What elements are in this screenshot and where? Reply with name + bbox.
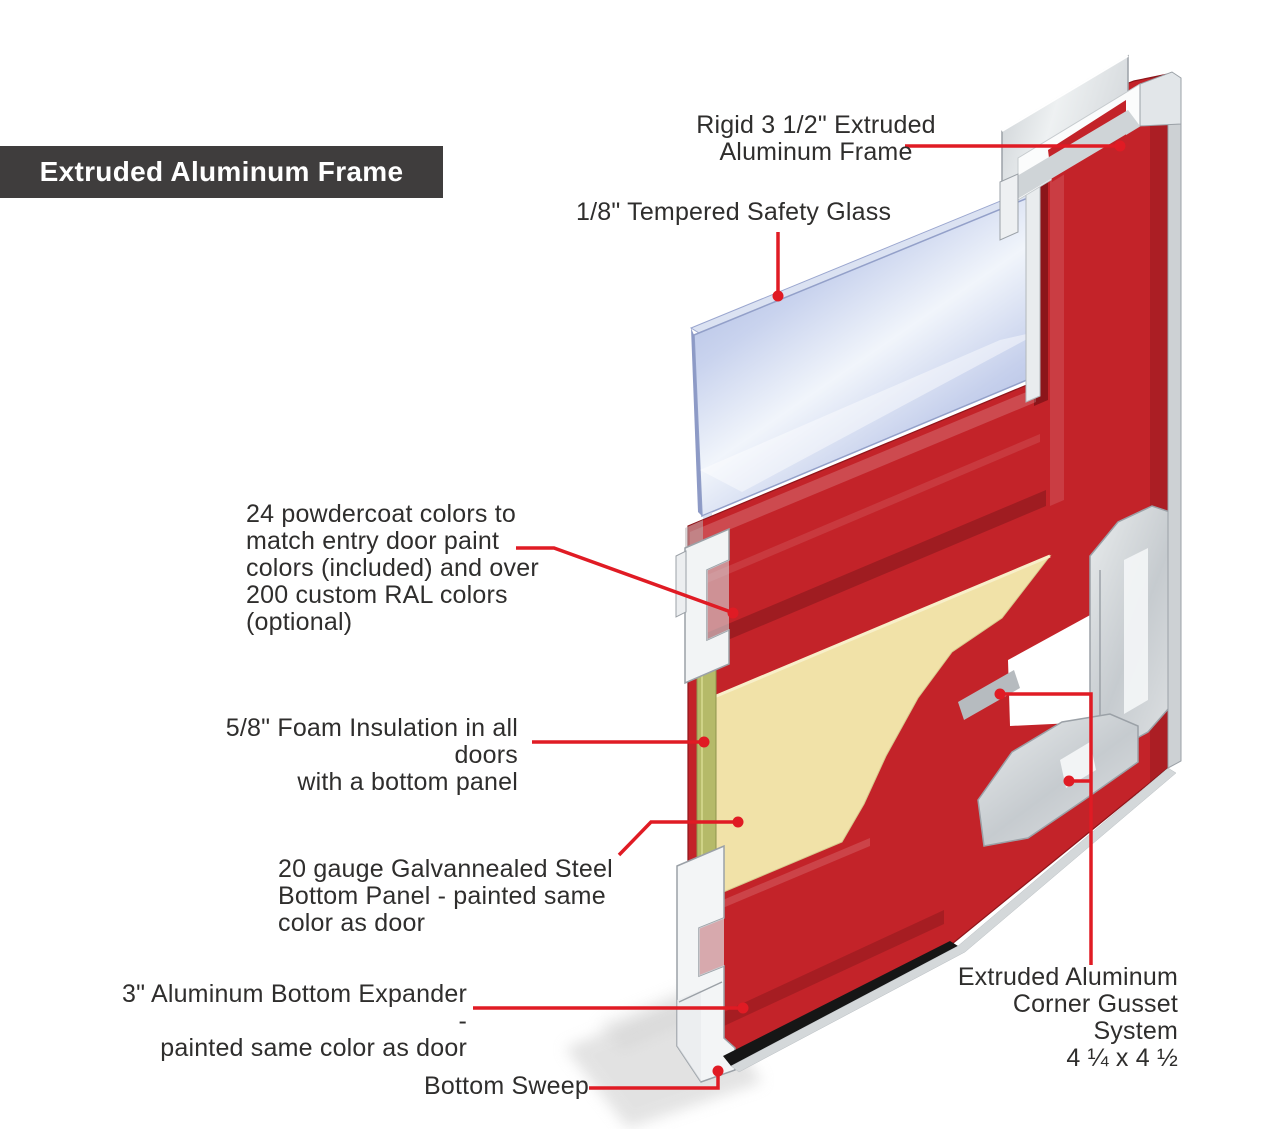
expander-strut <box>678 981 723 1003</box>
steel-leader <box>617 820 736 857</box>
glazing-tab <box>675 550 687 618</box>
sweep-leader <box>589 1075 720 1090</box>
gusset-ledge <box>958 670 1020 720</box>
midrail-shade <box>704 490 1046 650</box>
frame-dot <box>1114 140 1126 152</box>
leader-lines <box>473 140 1126 1090</box>
expander-dot <box>737 1002 749 1014</box>
panel-face <box>713 554 1052 897</box>
glazing-shade <box>707 560 729 640</box>
foam-dot <box>698 736 710 748</box>
callout-frame: Rigid 3 1/2" Extruded Aluminum Frame <box>696 111 936 166</box>
steel-dot <box>732 816 744 828</box>
title-bar: Extruded Aluminum Frame <box>0 146 443 198</box>
corner-gusset-cutaway <box>958 505 1177 847</box>
channel-left-foot <box>999 173 1019 241</box>
callout-foam: 5/8" Foam Insulation in all doors with a… <box>225 714 518 796</box>
callout-gusset: Extruded Aluminum Corner Gusset System 4… <box>957 963 1178 1072</box>
bottom-expander-profile <box>676 844 736 1083</box>
gusset-dot-upper <box>994 688 1006 700</box>
glass-highlight <box>700 330 1044 492</box>
channel-bottom-lip <box>1002 110 1140 201</box>
steel-bottom-panel <box>713 554 1052 897</box>
top-frame-channel <box>999 54 1182 241</box>
jamb-side-face <box>1167 73 1182 769</box>
bottomband-top-lip <box>718 838 870 910</box>
callout-expander: 3" Aluminum Bottom Expander - painted sa… <box>122 980 467 1062</box>
cutaway-gap <box>1008 614 1094 726</box>
midrail-ridge <box>700 434 1040 586</box>
bottom-sweep-strip <box>723 941 958 1066</box>
jamb-left-highlight <box>1050 140 1064 506</box>
expander-foot-shade <box>677 990 701 1082</box>
powdercoat-leader <box>516 546 732 614</box>
gusset-dot-lower <box>1063 775 1075 787</box>
glass-dot <box>772 290 784 302</box>
callout-sweep: Bottom Sweep <box>424 1072 589 1100</box>
sill-sliver <box>730 767 1177 1073</box>
callout-powdercoat: 24 powdercoat colors to match entry door… <box>246 500 539 636</box>
bottomband-shade <box>724 910 944 1026</box>
channel-top-edge <box>1001 55 1129 132</box>
channel-right-wall <box>1139 71 1182 127</box>
midrail-top-lip <box>690 388 1036 546</box>
powdercoat-dot <box>727 607 739 619</box>
upper-gusset-slot <box>1124 548 1148 714</box>
lower-gusset <box>977 713 1139 847</box>
glazing-extrusion <box>675 527 730 685</box>
sweep-dot <box>712 1065 724 1077</box>
panel-top-lip <box>713 554 1051 699</box>
callout-glass: 1/8" Tempered Safety Glass <box>576 198 892 226</box>
glass-left-edge <box>691 328 702 516</box>
expander-web <box>699 918 724 976</box>
page-title: Extruded Aluminum Frame <box>39 156 404 187</box>
callout-steel: 20 gauge Galvannealed Steel Bottom Panel… <box>278 855 613 937</box>
